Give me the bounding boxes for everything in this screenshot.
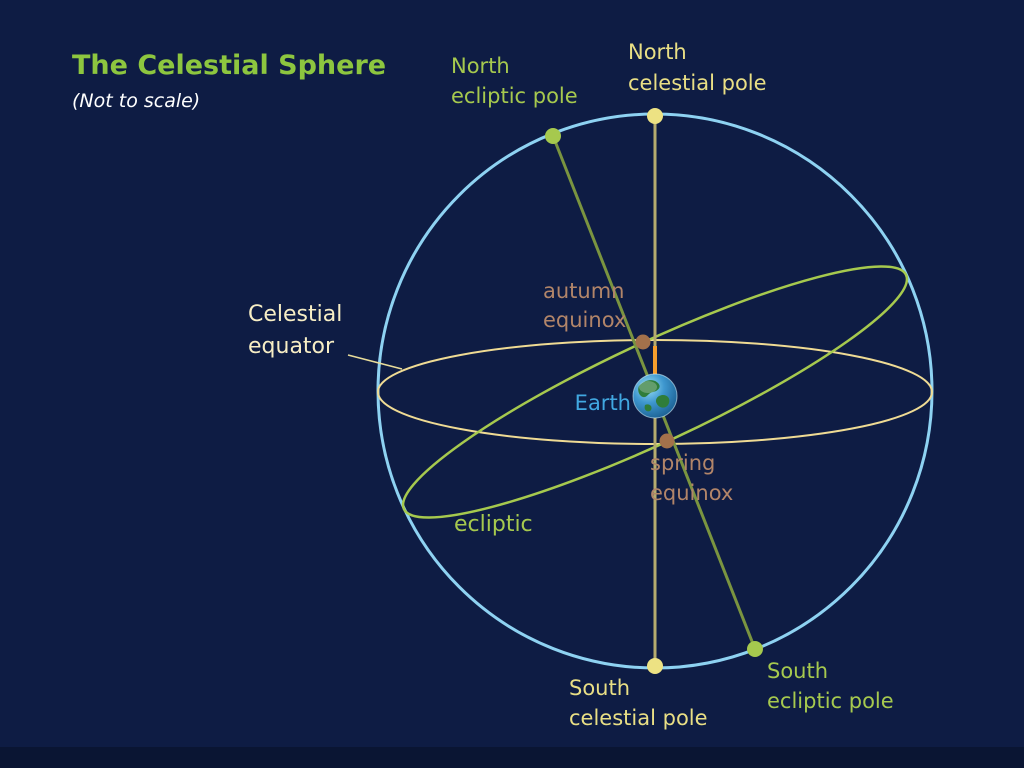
south-celestial-pole-dot bbox=[647, 658, 663, 674]
earth-continents bbox=[638, 380, 670, 412]
label-south-ecliptic-pole-line1: South bbox=[767, 659, 828, 683]
label-south-celestial-pole-line2: celestial pole bbox=[569, 706, 708, 730]
earth-globe bbox=[632, 373, 678, 419]
label-earth: Earth bbox=[575, 391, 631, 415]
label-spring-equinox-line2: equinox bbox=[650, 481, 733, 505]
label-south-celestial-pole-line1: South bbox=[569, 676, 630, 700]
page-subtitle: (Not to scale) bbox=[72, 90, 200, 112]
continent-shape-2 bbox=[655, 394, 670, 408]
page-title: The Celestial Sphere bbox=[72, 50, 386, 81]
label-autumn-equinox-line1: autumn bbox=[543, 279, 625, 303]
earth-highlight bbox=[639, 381, 657, 393]
north-celestial-pole-dot bbox=[647, 108, 663, 124]
label-celestial-equator-line2: equator bbox=[248, 334, 335, 359]
label-north-ecliptic-pole-line1: North bbox=[451, 54, 510, 78]
label-south-ecliptic-pole-line2: ecliptic pole bbox=[767, 689, 894, 713]
bottom-border bbox=[0, 747, 1024, 768]
label-north-celestial-pole-line2: celestial pole bbox=[628, 71, 767, 95]
south-ecliptic-pole-dot bbox=[747, 641, 763, 657]
autumn-equinox-dot bbox=[635, 334, 651, 350]
continent-shape-3 bbox=[644, 404, 652, 412]
equator-pointer-line bbox=[347, 354, 403, 370]
label-celestial-equator-line1: Celestial bbox=[248, 302, 342, 327]
label-autumn-equinox-line2: equinox bbox=[543, 308, 626, 332]
north-ecliptic-pole-dot bbox=[545, 128, 561, 144]
label-spring-equinox-line1: spring bbox=[650, 451, 715, 475]
label-north-celestial-pole-line1: North bbox=[628, 40, 687, 64]
spring-equinox-dot bbox=[659, 433, 675, 449]
label-ecliptic: ecliptic bbox=[454, 512, 533, 537]
continent-shape-1 bbox=[638, 380, 660, 398]
earth-outline bbox=[632, 373, 678, 419]
label-north-ecliptic-pole-line2: ecliptic pole bbox=[451, 84, 578, 108]
ecliptic-ellipse bbox=[401, 265, 909, 519]
